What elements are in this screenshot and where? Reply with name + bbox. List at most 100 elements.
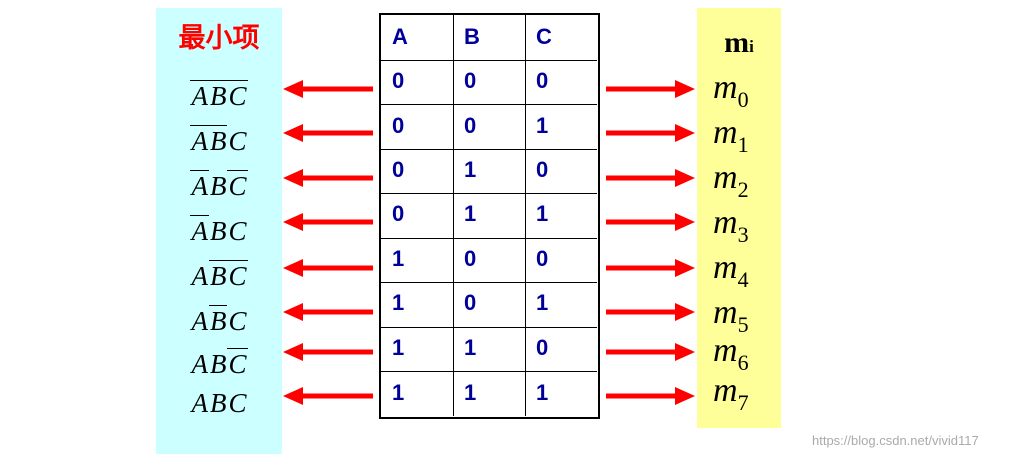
minterm-label-index: 3 <box>737 222 749 247</box>
left-arrow-6 <box>283 343 373 361</box>
minterm-letter: A <box>191 261 208 291</box>
right-arrow-3 <box>606 213 695 231</box>
table-row-divider <box>381 60 597 61</box>
minterm-letter: C <box>227 260 248 291</box>
table-cell: 1 <box>536 113 549 138</box>
minterm-label-m2: m2 <box>713 161 749 207</box>
table-cell: 0 <box>464 113 477 138</box>
table-cell: 1 <box>464 335 477 360</box>
table-cell: 0 <box>536 246 549 271</box>
table-cell: 1 <box>392 335 405 360</box>
table-row-divider <box>381 193 597 194</box>
table-cell: 0 <box>392 201 405 226</box>
table-header-a: A <box>392 24 408 49</box>
minterm-label-m4: m4 <box>713 251 749 297</box>
table-cell: 0 <box>464 246 477 271</box>
minterm-panel-title: 最小项 <box>178 23 260 54</box>
mi-title-main: m <box>724 26 750 59</box>
table-cell: 1 <box>392 290 405 315</box>
right-arrow-5 <box>606 303 695 321</box>
minterm-2: ABC <box>156 170 282 201</box>
right-arrow-6 <box>606 343 695 361</box>
minterm-label-m5: m5 <box>713 296 749 342</box>
minterm-5: ABC <box>156 305 282 336</box>
right-arrow-2 <box>606 169 695 187</box>
left-arrow-0 <box>283 80 373 98</box>
minterm-letter: C <box>228 216 247 246</box>
left-arrow-1 <box>283 124 373 142</box>
minterm-7: ABC <box>156 388 282 418</box>
mi-title-sub: i <box>749 37 754 56</box>
minterm-6: ABC <box>156 348 282 379</box>
minterm-label-index: 2 <box>737 177 749 202</box>
table-cell: 1 <box>464 157 477 182</box>
table-header-c: C <box>536 24 552 49</box>
minterm-letter: B <box>208 260 228 291</box>
left-arrow-5 <box>283 303 373 321</box>
table-cell: 0 <box>536 68 549 93</box>
minterm-letter: B <box>208 125 228 156</box>
minterm-letter: C <box>227 348 248 379</box>
minterm-label-base: m <box>713 204 738 241</box>
minterm-label-m0: m0 <box>713 71 749 117</box>
minterm-letter: B <box>208 305 228 336</box>
minterm-label-base: m <box>713 159 738 196</box>
table-cell: 1 <box>392 380 405 405</box>
table-cell: 1 <box>536 290 549 315</box>
minterm-1: ABC <box>156 125 282 156</box>
table-cell: 0 <box>464 68 477 93</box>
minterm-letter: C <box>228 388 247 418</box>
minterm-label-base: m <box>713 372 738 409</box>
minterm-0: ABC <box>156 80 282 111</box>
minterm-label-base: m <box>713 294 738 331</box>
table-cell: 0 <box>392 68 405 93</box>
table-row-divider <box>381 104 597 105</box>
table-cell: 0 <box>464 290 477 315</box>
minterm-letter: B <box>209 216 227 246</box>
minterm-letter: A <box>191 388 208 418</box>
right-arrow-0 <box>606 80 695 98</box>
minterm-label-base: m <box>713 332 738 369</box>
minterm-letter: C <box>227 80 248 111</box>
right-arrow-1 <box>606 124 695 142</box>
table-cell: 1 <box>392 246 405 271</box>
minterm-letter: A <box>190 170 209 201</box>
minterm-label-base: m <box>713 249 738 286</box>
mi-panel-title: mi <box>697 26 781 60</box>
minterm-label-base: m <box>713 69 738 106</box>
minterm-label-m6: m6 <box>713 334 749 380</box>
left-arrow-3 <box>283 213 373 231</box>
table-row-divider <box>381 238 597 239</box>
minterm-label-index: 7 <box>737 390 749 415</box>
minterm-letter: B <box>209 171 227 201</box>
table-row-divider <box>381 149 597 150</box>
table-column-divider <box>525 15 526 416</box>
table-cell: 1 <box>536 380 549 405</box>
table-cell: 0 <box>536 157 549 182</box>
minterm-letter: A <box>190 125 209 156</box>
minterm-label-m3: m3 <box>713 206 749 252</box>
minterm-letter: B <box>208 80 228 111</box>
minterm-label-index: 4 <box>737 267 749 292</box>
minterm-label-index: 5 <box>737 312 749 337</box>
right-arrow-4 <box>606 259 695 277</box>
table-column-divider <box>453 15 454 416</box>
minterm-letter: A <box>191 349 208 379</box>
table-cell: 0 <box>536 335 549 360</box>
minterm-label-index: 6 <box>737 350 749 375</box>
table-row-divider <box>381 282 597 283</box>
watermark: https://blog.csdn.net/vivid117 <box>812 433 979 448</box>
minterm-3: ABC <box>156 215 282 246</box>
table-header-b: B <box>464 24 480 49</box>
minterm-letter: C <box>227 170 248 201</box>
minterm-label-index: 1 <box>737 132 749 157</box>
minterm-letter: C <box>228 306 247 336</box>
minterm-4: ABC <box>156 260 282 291</box>
minterm-label-base: m <box>713 114 738 151</box>
minterm-letter: A <box>190 80 209 111</box>
minterm-letter: B <box>209 388 227 418</box>
table-cell: 1 <box>464 201 477 226</box>
minterm-letter: A <box>191 306 208 336</box>
